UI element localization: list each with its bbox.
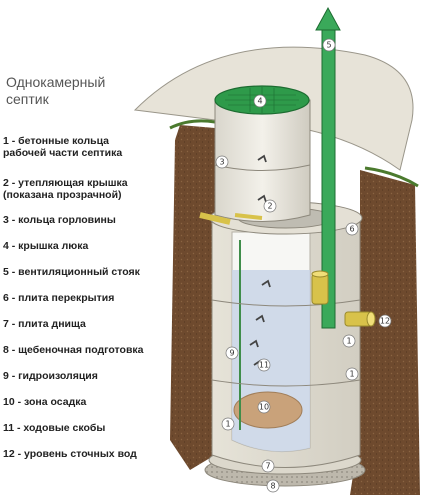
callout-5: 5 [322, 38, 336, 52]
soil-left [170, 125, 215, 470]
svg-text:4: 4 [257, 97, 262, 106]
neck-shaft [214, 99, 311, 222]
svg-text:10: 10 [259, 403, 269, 412]
legend-item-1: 1 - бетонные кольца рабочей части септик… [3, 135, 123, 159]
callout-7: 7 [261, 459, 275, 473]
callout-4: 4 [253, 94, 267, 108]
callout-8: 8 [266, 479, 280, 493]
callout-1-c: 1 [221, 417, 235, 431]
svg-text:1: 1 [349, 370, 354, 379]
callout-1-b: 1 [345, 367, 359, 381]
callout-12: 12 [378, 314, 392, 328]
legend-item-9: 9 - гидроизоляция [3, 370, 98, 382]
legend-item-7: 7 - плита днища [3, 318, 86, 330]
svg-text:1: 1 [225, 420, 230, 429]
callout-10: 10 [257, 400, 271, 414]
soil-right [350, 170, 420, 495]
legend-item-4: 4 - крышка люка [3, 240, 89, 252]
svg-text:9: 9 [229, 349, 234, 358]
svg-text:11: 11 [259, 361, 269, 370]
svg-text:2: 2 [267, 202, 272, 211]
legend-item-11: 11 - ходовые скобы [3, 422, 106, 434]
svg-text:8: 8 [270, 482, 275, 491]
svg-text:5: 5 [326, 41, 331, 50]
callout-1-a: 1 [342, 334, 356, 348]
legend-item-10: 10 - зона осадка [3, 396, 87, 408]
svg-text:1: 1 [346, 337, 351, 346]
callout-3: 3 [215, 155, 229, 169]
legend-item-5: 5 - вентиляционный стояк [3, 266, 140, 278]
svg-text:6: 6 [349, 225, 354, 234]
svg-text:12: 12 [380, 317, 390, 326]
svg-text:7: 7 [265, 462, 270, 471]
legend-item-8: 8 - щебеночная подготовка [3, 344, 144, 356]
callout-9: 9 [225, 346, 239, 360]
legend-item-6: 6 - плита перекрытия [3, 292, 115, 304]
legend-item-3: 3 - кольца горловины [3, 214, 116, 226]
inlet-pipe-upper [311, 273, 329, 305]
callout-11: 11 [257, 358, 271, 372]
legend-item-12: 12 - уровень сточных вод [3, 448, 137, 460]
svg-text:3: 3 [219, 158, 224, 167]
legend-item-2: 2 - утепляющая крышка (показана прозрачн… [3, 177, 128, 201]
callout-2: 2 [263, 199, 277, 213]
wall-pipe [199, 212, 231, 225]
diagram-title: Однокамерный септик [6, 74, 106, 107]
vent-cap [315, 6, 341, 31]
callout-6: 6 [345, 222, 359, 236]
